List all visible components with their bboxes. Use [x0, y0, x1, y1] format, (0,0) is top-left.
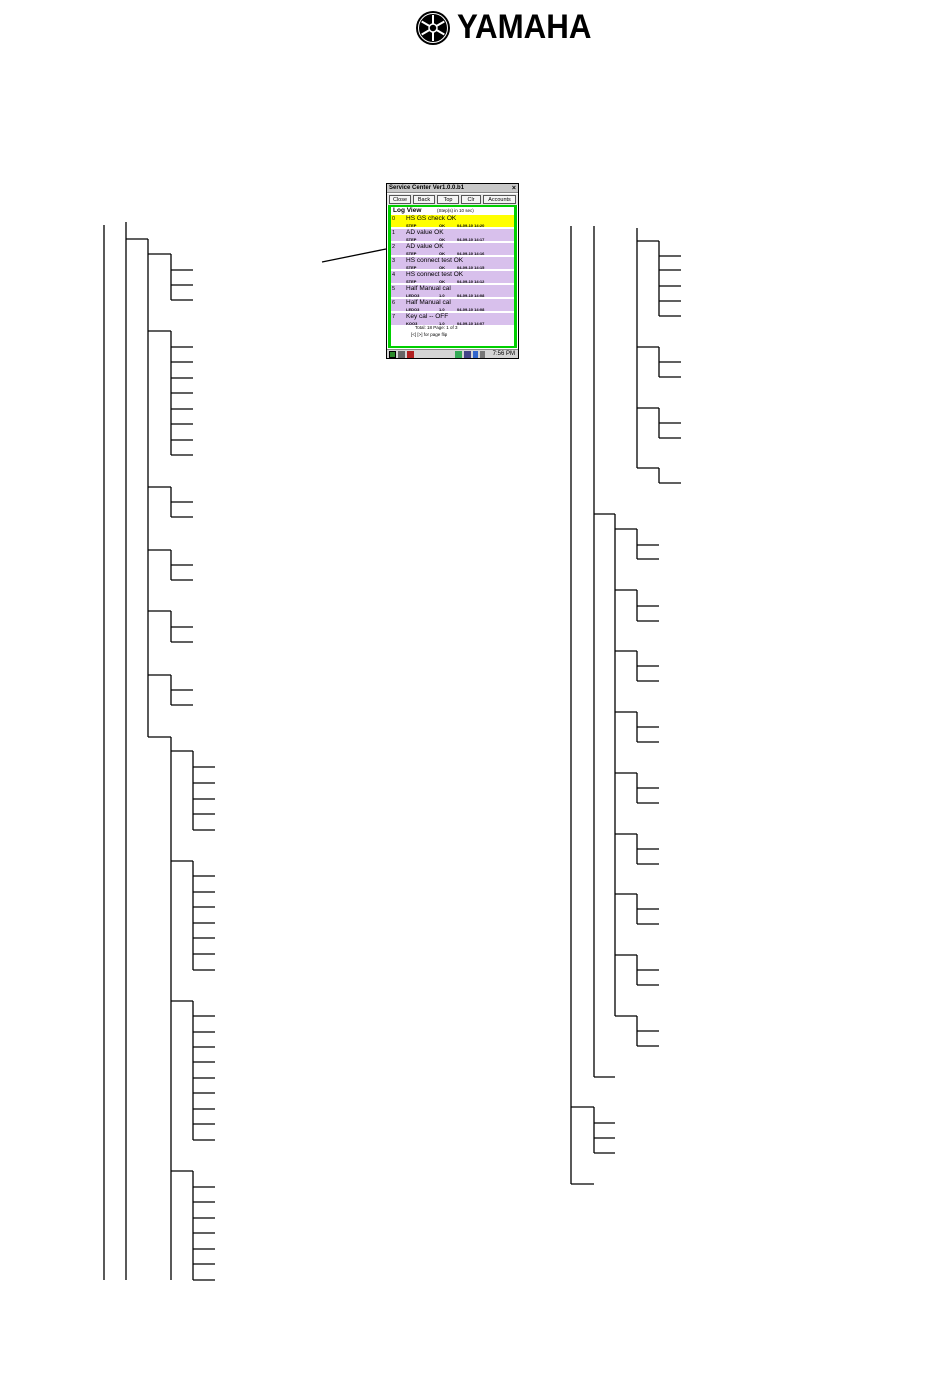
- log-row-time: 04-09-10 14:15: [457, 265, 485, 270]
- log-view-panel: Log View (Step(s) in 10 sec) 0 HS GS chec…: [388, 205, 517, 348]
- keyboard-icon[interactable]: [464, 351, 471, 358]
- log-row-index: 7: [392, 314, 396, 320]
- log-row-index: 0: [392, 216, 396, 222]
- log-row-time: 04-09-10 14:08: [457, 293, 485, 298]
- log-row-code: STEP: [406, 279, 417, 284]
- log-footer-hint: [<] [>] for page flip: [411, 332, 448, 337]
- log-row-title: HS connect test OK: [406, 257, 464, 264]
- log-row-result: OK: [439, 279, 445, 284]
- log-row-time: 04-09-10 14:20: [457, 223, 485, 228]
- log-row-time: 04-09-10 14:16: [457, 251, 485, 256]
- log-row-result: OK: [439, 251, 445, 256]
- app-icon-2[interactable]: [407, 351, 414, 358]
- device-screenshot: Service Center Ver1.0.0.b1 × Close Back …: [386, 183, 519, 359]
- log-row-result: 1.0: [439, 321, 445, 326]
- log-row-code: STEP: [406, 251, 417, 256]
- taskbar: 7:56 PM: [387, 349, 518, 358]
- log-row-result: 1.0: [439, 293, 445, 298]
- back-button[interactable]: Back: [413, 195, 435, 204]
- log-row-title: AD value OK: [406, 243, 444, 250]
- log-row-time: 04-09-10 14:07: [457, 321, 485, 326]
- close-icon[interactable]: ×: [511, 185, 516, 192]
- log-row-index: 6: [392, 300, 396, 306]
- log-row-index: 2: [392, 244, 396, 250]
- log-row-title: HS connect test OK: [406, 271, 464, 278]
- volume-icon[interactable]: [480, 351, 485, 358]
- log-row-time: 04-09-10 14:12: [457, 279, 485, 284]
- log-row-index: 1: [392, 230, 396, 236]
- log-row-title: AD value OK: [406, 229, 444, 236]
- log-row-code: STEP: [406, 237, 417, 242]
- log-row-code: LEDO3: [406, 293, 420, 298]
- log-row-result: OK: [439, 237, 445, 242]
- log-row-code: LEDO3: [406, 307, 420, 312]
- window-titlebar: Service Center Ver1.0.0.b1 ×: [387, 184, 518, 193]
- log-row-time: 04-09-10 14:08: [457, 307, 485, 312]
- logo-text: YAMAHA: [457, 8, 592, 46]
- accounts-button[interactable]: Accounts: [483, 195, 516, 204]
- battery-icon[interactable]: [473, 351, 478, 358]
- log-view-content: Log View (Step(s) in 10 sec) 0 HS GS chec…: [391, 207, 514, 346]
- window-title: Service Center Ver1.0.0.b1: [389, 185, 465, 191]
- log-row-index: 3: [392, 258, 396, 264]
- log-row-result: OK: [439, 265, 445, 270]
- clock: 7:56 PM: [492, 351, 515, 357]
- log-footer-total: Total: 18 Page: 1 of 3: [415, 325, 458, 330]
- log-row-code: KOO3: [406, 321, 418, 326]
- log-row-result: OK: [439, 223, 445, 228]
- log-row-code: STEP: [406, 223, 417, 228]
- yamaha-tuning-forks-icon: [416, 11, 450, 45]
- log-row-title: Half Manual cal: [406, 285, 451, 292]
- network-icon[interactable]: [455, 351, 462, 358]
- clear-button[interactable]: Clr: [461, 195, 481, 204]
- app-icon[interactable]: [398, 351, 405, 358]
- start-icon[interactable]: [389, 351, 396, 358]
- tree-lines: [103, 222, 681, 1281]
- log-view-title: Log View: [393, 207, 422, 214]
- top-button[interactable]: Top: [437, 195, 459, 204]
- log-row-index: 4: [392, 272, 396, 278]
- log-row-time: 04-09-10 14:17: [457, 237, 485, 242]
- log-view-subtitle: (Step(s) in 10 sec): [437, 208, 474, 213]
- close-button[interactable]: Close: [389, 195, 411, 204]
- log-row-result: 1.0: [439, 307, 445, 312]
- log-row-code: STEP: [406, 265, 417, 270]
- log-row-title: Half Manual cal: [406, 299, 451, 306]
- toolbar: Close Back Top Clr Accounts: [387, 194, 518, 205]
- log-row-title: Key cal -- OFF: [406, 313, 449, 320]
- log-row-index: 5: [392, 286, 396, 292]
- log-row-title: HS GS check OK: [406, 215, 457, 222]
